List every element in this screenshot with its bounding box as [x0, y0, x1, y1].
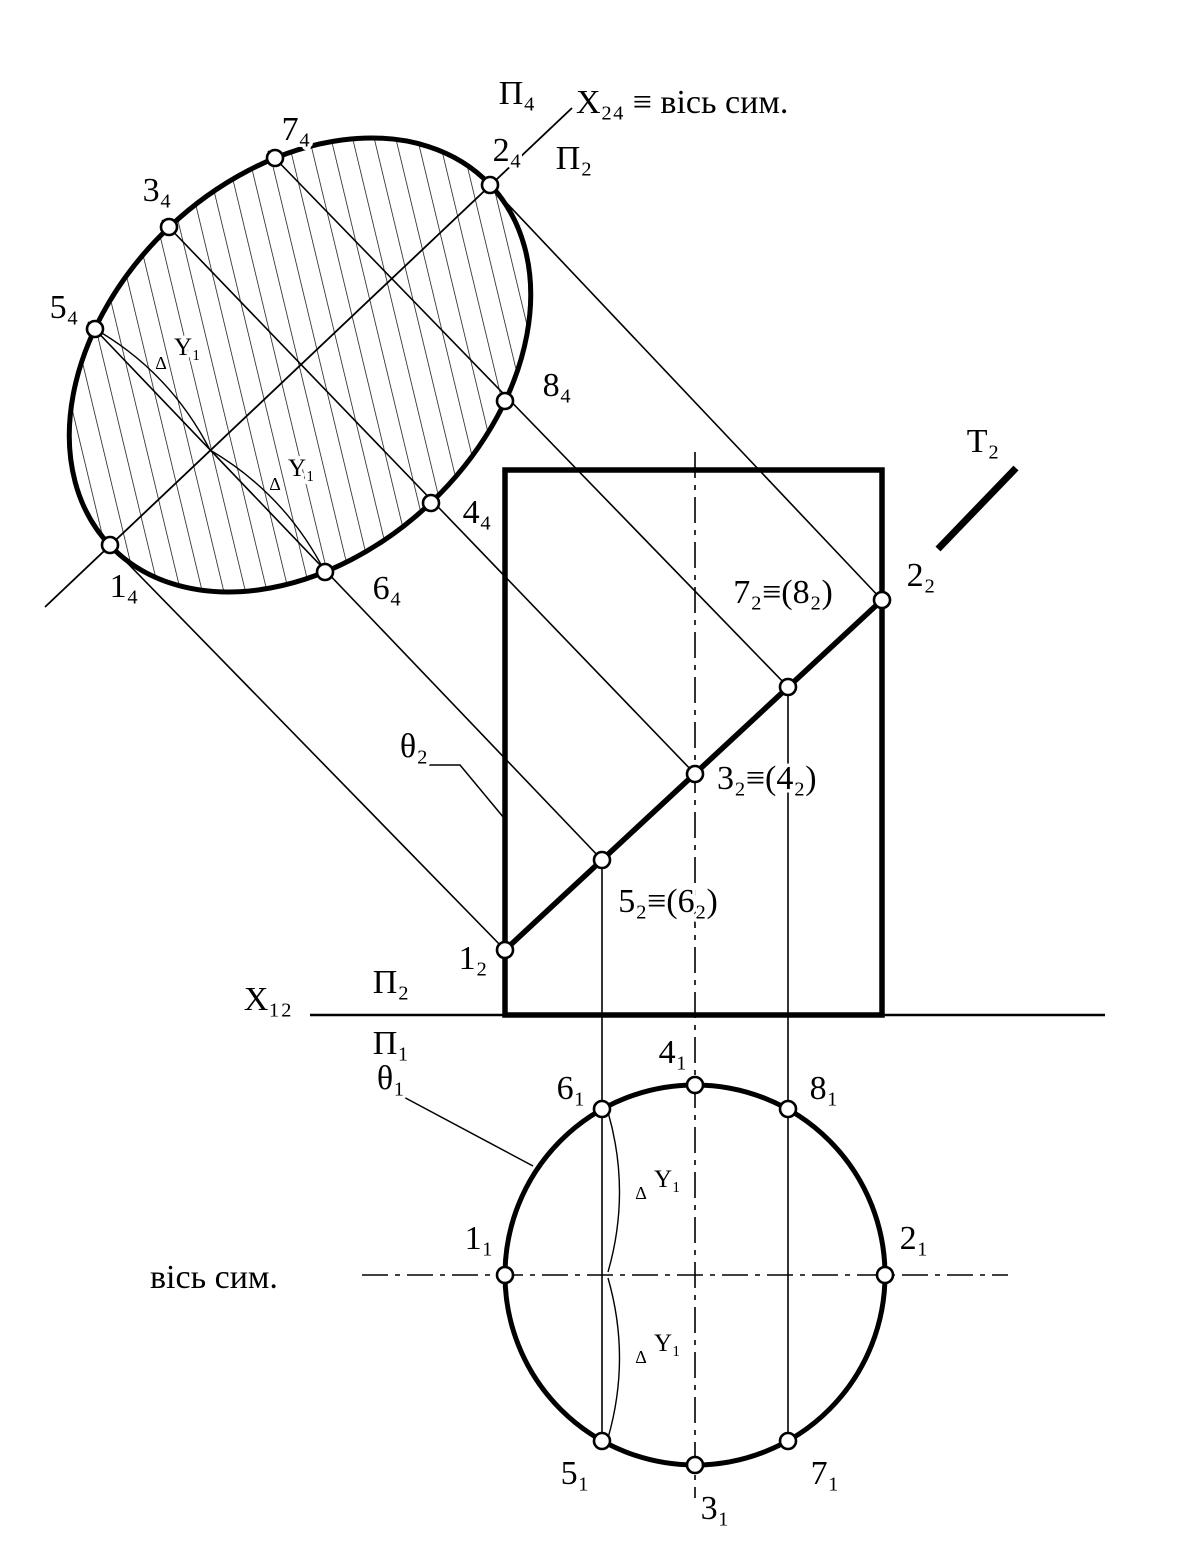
point-label-7-8-2: 7₂≡(8₂)	[733, 574, 833, 611]
delta-glyph-aux-upper: Δ	[155, 353, 167, 373]
point-marker-7-4	[265, 148, 285, 168]
theta1-label: θ₁	[377, 1060, 405, 1097]
plane-label-pi2-top: П₂	[556, 140, 592, 177]
symmetry-axis-label: вісь сим.	[150, 1259, 278, 1296]
theta1-leader-line	[397, 1093, 534, 1167]
point-marker-6-1	[592, 1099, 612, 1119]
point-marker-1-2	[495, 940, 515, 960]
point-label-5-4: 5₄	[50, 289, 79, 326]
delta-y-brace-aux-upper	[94, 328, 211, 451]
delta-glyph-top-lower: Δ	[635, 1347, 647, 1367]
plane-label-pi1: П₁	[373, 1025, 409, 1062]
point-label-5-1: 5₁	[561, 1455, 590, 1492]
point-label-6-4: 6₄	[373, 570, 402, 607]
point-marker-1-4	[100, 535, 120, 555]
point-label-4-4: 4₄	[463, 494, 492, 531]
point-label-7-4: 7₄	[282, 111, 311, 148]
point-label-8-4: 8₄	[543, 367, 572, 404]
trace-t2-segment	[935, 465, 1019, 552]
point-marker-5-4	[85, 319, 105, 339]
plane-label-pi4: П₄	[499, 75, 535, 112]
delta-y-brace-aux-lower	[209, 449, 326, 573]
point-marker-2-2	[872, 590, 892, 610]
point-marker-2-1	[875, 1265, 895, 1285]
point-label-2-1: 2₁	[900, 1220, 929, 1257]
projection-line-1	[101, 536, 506, 951]
point-label-7-1: 7₁	[811, 1455, 840, 1492]
delta-y-brace-top-upper	[607, 1111, 621, 1273]
theta2-label: θ₂	[400, 728, 428, 765]
point-marker-7-1	[778, 1431, 798, 1451]
axis-label-x12: X₁₂	[244, 981, 292, 1018]
trace-label-t2: T₂	[967, 423, 1000, 460]
projection-line-7-8	[267, 150, 789, 688]
point-label-4-1: 4₁	[659, 1034, 688, 1071]
point-marker-3-2	[685, 764, 705, 784]
point-label-2-2: 2₂	[907, 557, 936, 594]
theta2-leader-line	[428, 764, 505, 819]
delta-glyph-aux-lower: Δ	[269, 474, 281, 494]
point-marker-3-1	[685, 1455, 705, 1475]
point-marker-2-4	[480, 175, 500, 195]
point-marker-6-4	[315, 562, 335, 582]
axis-label-x24: X₂₄ ≡ вісь сим.	[576, 84, 788, 121]
point-label-3-1: 3₁	[701, 1490, 730, 1527]
point-label-3-4-2: 3₂≡(4₂)	[717, 760, 817, 797]
point-label-1-4: 1₄	[110, 568, 139, 605]
delta-y1-label-top-lower: Y₁	[654, 1330, 681, 1357]
cylinder-front-outline	[502, 467, 885, 1018]
delta-y1-label-aux-lower: Y₁	[288, 455, 315, 482]
point-marker-8-4	[495, 391, 515, 411]
plane-label-pi2: П₂	[373, 964, 409, 1001]
point-label-8-1: 8₁	[810, 1070, 839, 1107]
delta-y1-label-top-upper: Y₁	[654, 1166, 681, 1193]
projection-line-2	[482, 177, 883, 601]
point-label-1-2: 1₂	[459, 940, 488, 977]
point-label-1-1: 1₁	[465, 1220, 494, 1257]
point-marker-4-1	[685, 1075, 705, 1095]
delta-y1-label-aux-upper: Y₁	[174, 334, 201, 361]
point-marker-1-1	[495, 1265, 515, 1285]
point-marker-8-1	[778, 1099, 798, 1119]
point-marker-4-4	[421, 493, 441, 513]
point-label-5-6-2: 5₂≡(6₂)	[618, 883, 718, 920]
projection-line-5-6	[87, 321, 603, 861]
delta-y-brace-top-lower	[607, 1277, 621, 1439]
point-marker-5-2	[592, 850, 612, 870]
point-label-3-4: 3₄	[143, 172, 172, 209]
point-label-2-4: 2₄	[493, 132, 522, 169]
delta-glyph-top-upper: Δ	[635, 1183, 647, 1203]
point-label-6-1: 6₁	[557, 1070, 586, 1107]
point-marker-3-4	[159, 217, 179, 237]
point-marker-5-1	[592, 1431, 612, 1451]
point-marker-7-2	[778, 677, 798, 697]
